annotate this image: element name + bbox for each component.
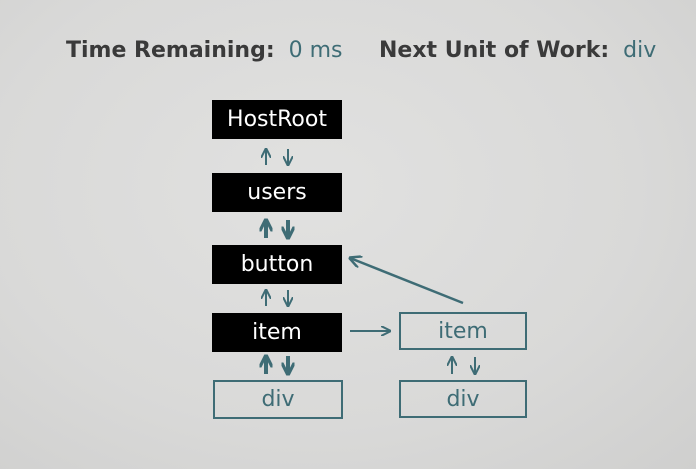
item-div-link: [266, 356, 288, 374]
node-hostroot: HostRoot: [212, 100, 342, 139]
button-item-link: [266, 290, 288, 306]
node-div-sibling: div: [399, 380, 527, 418]
next-unit-of-work-value: div: [623, 38, 657, 63]
node-users: users: [212, 173, 342, 212]
users-button-link: [266, 220, 288, 238]
node-item-sibling: item: [399, 312, 527, 350]
sibling-item-div-link: [452, 357, 475, 374]
node-item: item: [212, 313, 342, 352]
sibling-return-arrow: [350, 258, 464, 305]
hostroot-users-link: [266, 149, 288, 165]
next-unit-of-work-status: Next Unit of Work: div: [379, 38, 656, 63]
time-remaining-status: Time Remaining: 0 ms: [66, 38, 343, 63]
time-remaining-label: Time Remaining:: [66, 38, 275, 63]
next-unit-of-work-label: Next Unit of Work:: [379, 38, 610, 63]
time-remaining-value: 0 ms: [288, 38, 343, 63]
node-div: div: [213, 380, 343, 419]
node-button: button: [212, 245, 342, 284]
